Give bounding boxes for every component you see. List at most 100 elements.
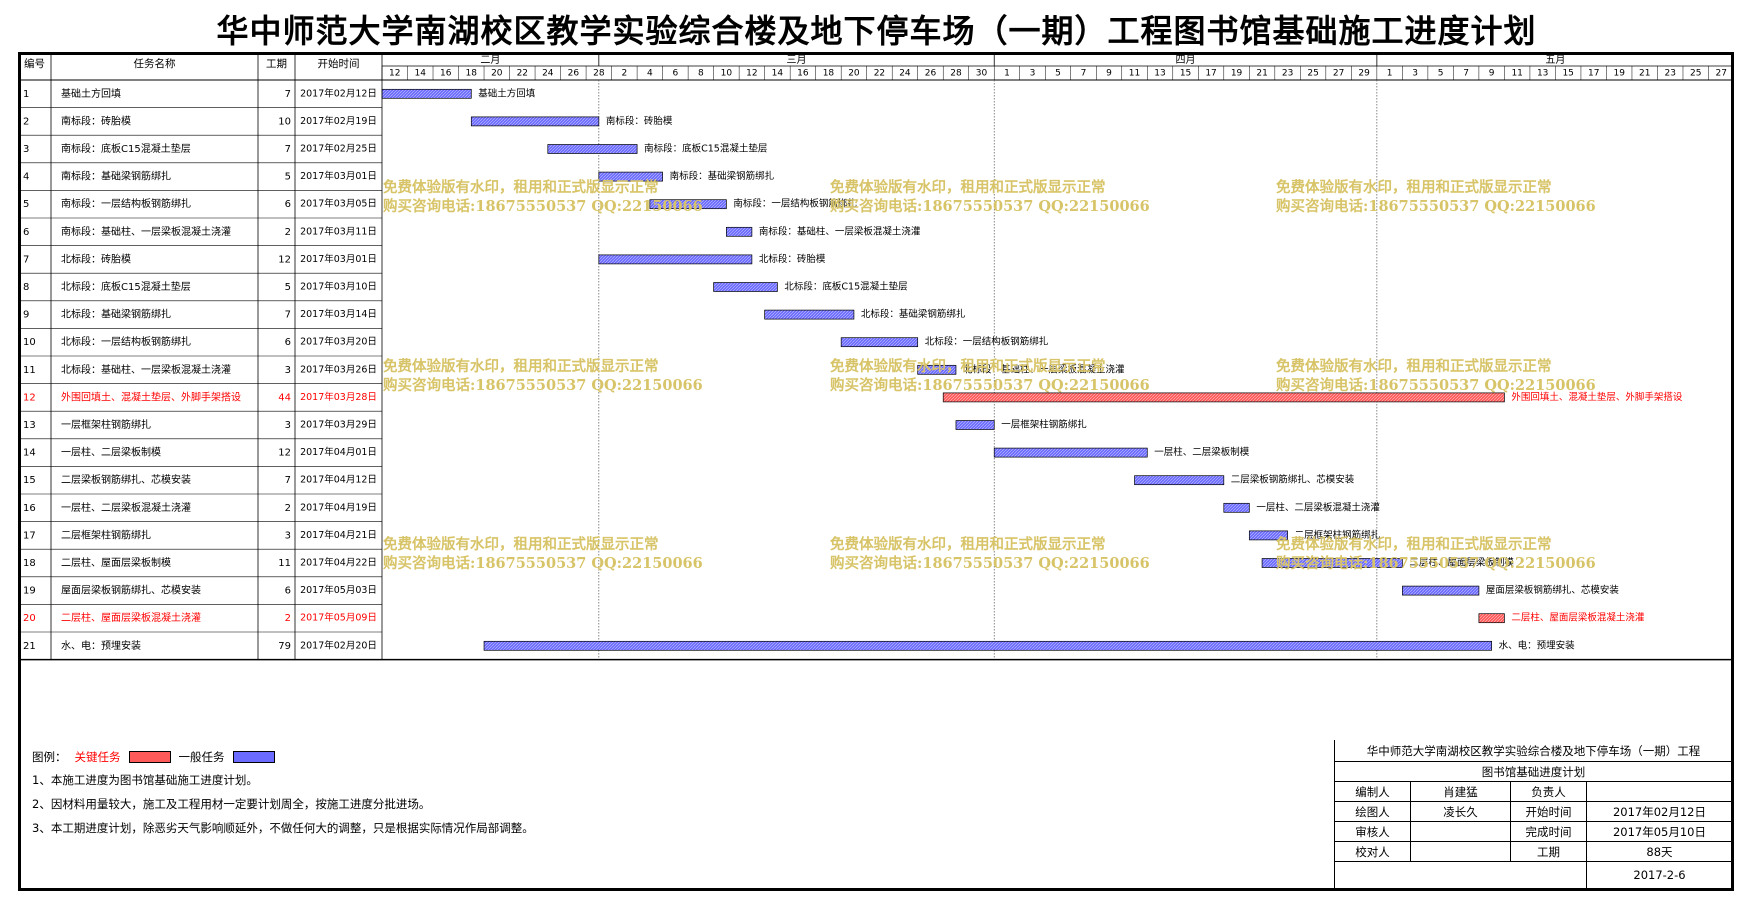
month-label-1: 三月 bbox=[787, 54, 807, 66]
signoff-plan-name: 图书馆基础进度计划 bbox=[1481, 764, 1586, 779]
task-duration-12: 44 bbox=[278, 392, 291, 403]
signoff-row-2: 绘图人 凌长久 开始时间 2017年02月12日 bbox=[1335, 802, 1732, 822]
day-tick-34: 21 bbox=[1256, 69, 1267, 79]
task-name-7: 北标段：砖胎模 bbox=[61, 252, 131, 265]
day-tick-4: 20 bbox=[491, 69, 503, 79]
day-tick-3: 18 bbox=[466, 69, 478, 79]
task-bar-label-6: 南标段：基础柱、一层梁板混凝土浇灌 bbox=[759, 225, 921, 237]
task-duration-16: 2 bbox=[285, 503, 291, 514]
task-name-8: 北标段：底板C15混凝土垫层 bbox=[61, 280, 191, 293]
day-tick-47: 17 bbox=[1588, 69, 1599, 79]
task-bar-2 bbox=[470, 116, 600, 127]
day-tick-20: 24 bbox=[899, 69, 911, 79]
task-start-3: 2017年02月25日 bbox=[300, 143, 377, 155]
header-start: 开始时间 bbox=[318, 57, 360, 70]
task-bar-12 bbox=[942, 392, 1505, 403]
task-start-19: 2017年05月03日 bbox=[300, 584, 377, 596]
task-duration-3: 7 bbox=[285, 144, 291, 155]
day-tick-48: 19 bbox=[1613, 69, 1625, 79]
task-bar-16 bbox=[1223, 502, 1250, 513]
task-duration-7: 12 bbox=[278, 254, 291, 265]
task-start-20: 2017年05月09日 bbox=[300, 612, 377, 624]
task-bar-label-16: 一层柱、二层梁板混凝土浇灌 bbox=[1256, 501, 1380, 513]
task-bar-18 bbox=[1261, 558, 1403, 568]
day-tick-35: 23 bbox=[1282, 69, 1293, 79]
legend-critical-label: 关键任务 bbox=[74, 750, 121, 764]
task-start-15: 2017年04月12日 bbox=[300, 474, 377, 486]
task-bar-label-13: 一层框架柱钢筋绑扎 bbox=[1001, 419, 1087, 431]
task-duration-17: 3 bbox=[285, 530, 291, 541]
day-tick-14: 12 bbox=[746, 69, 757, 79]
task-duration-10: 6 bbox=[285, 337, 291, 348]
task-id-14: 14 bbox=[23, 448, 36, 459]
task-bar-label-2: 南标段：砖胎模 bbox=[606, 115, 673, 127]
task-start-13: 2017年03月29日 bbox=[300, 419, 377, 431]
task-start-16: 2017年04月19日 bbox=[300, 501, 377, 513]
task-duration-9: 7 bbox=[285, 310, 291, 321]
day-tick-49: 21 bbox=[1639, 69, 1650, 79]
signoff-duration-label: 工期 bbox=[1511, 842, 1587, 861]
task-start-7: 2017年03月01日 bbox=[300, 253, 377, 265]
task-duration-13: 3 bbox=[285, 420, 291, 431]
day-tick-40: 3 bbox=[1412, 69, 1418, 79]
task-bar-label-10: 北标段：一层结构板钢筋绑扎 bbox=[925, 336, 1049, 348]
task-bar-label-18: 二层柱、屋面层梁板制模 bbox=[1409, 557, 1514, 569]
task-start-17: 2017年04月21日 bbox=[300, 529, 377, 541]
signoff-finish: 2017年05月10日 bbox=[1612, 824, 1707, 839]
task-bar-1 bbox=[381, 88, 472, 99]
day-tick-2: 16 bbox=[440, 69, 452, 79]
task-bar-label-21: 水、电：预埋安装 bbox=[1499, 639, 1576, 651]
task-name-15: 二层梁板钢筋绑扎、芯模安装 bbox=[61, 473, 191, 486]
task-bar-11 bbox=[917, 364, 957, 375]
signoff-project-row: 华中师范大学南湖校区教学实验综合楼及地下停车场（一期）工程 bbox=[1335, 740, 1732, 762]
task-bar-9 bbox=[764, 309, 855, 320]
task-id-18: 18 bbox=[23, 558, 36, 569]
day-tick-6: 24 bbox=[542, 69, 554, 79]
header-id: 编号 bbox=[24, 57, 45, 70]
signoff-row-1: 编制人 肖建猛 负责人 bbox=[1335, 782, 1732, 802]
task-duration-21: 79 bbox=[278, 641, 291, 652]
task-id-15: 15 bbox=[23, 475, 36, 486]
task-id-16: 16 bbox=[23, 503, 36, 514]
task-bar-label-7: 北标段：砖胎模 bbox=[759, 253, 826, 265]
task-bar-7 bbox=[598, 254, 753, 265]
task-id-13: 13 bbox=[23, 420, 36, 431]
task-bar-label-9: 北标段：基础梁钢筋绑扎 bbox=[861, 308, 966, 320]
day-tick-10: 4 bbox=[647, 69, 653, 79]
legend: 图例： 关键任务 一般任务 bbox=[32, 746, 1322, 768]
task-bar-label-1: 基础土方回填 bbox=[478, 87, 536, 99]
task-bar-15 bbox=[1134, 475, 1225, 486]
day-tick-26: 5 bbox=[1055, 69, 1061, 79]
task-bar-label-19: 屋面层梁板钢筋绑扎、芯模安装 bbox=[1486, 584, 1620, 596]
day-tick-30: 13 bbox=[1154, 69, 1165, 79]
task-name-11: 北标段：基础柱、一层梁板混凝土浇灌 bbox=[61, 363, 231, 376]
day-tick-28: 9 bbox=[1106, 69, 1112, 79]
task-name-9: 北标段：基础梁钢筋绑扎 bbox=[61, 308, 171, 321]
note-3: 3、本工期进度计划，除恶劣天气影响顺延外，不做任何大的调整，只是根据实际情况作局… bbox=[32, 821, 534, 835]
day-tick-21: 26 bbox=[925, 69, 937, 79]
task-duration-2: 10 bbox=[278, 116, 291, 127]
month-label-3: 五月 bbox=[1545, 54, 1565, 66]
day-tick-52: 27 bbox=[1716, 69, 1727, 79]
month-label-0: 二月 bbox=[480, 54, 500, 66]
task-start-11: 2017年03月26日 bbox=[300, 363, 377, 375]
day-tick-11: 6 bbox=[672, 69, 678, 79]
task-bar-4 bbox=[598, 171, 663, 182]
signoff-plan-row: 图书馆基础进度计划 bbox=[1335, 762, 1732, 782]
day-tick-5: 22 bbox=[517, 69, 528, 79]
day-tick-15: 14 bbox=[772, 69, 784, 79]
task-start-12: 2017年03月28日 bbox=[300, 391, 377, 403]
task-bar-14 bbox=[993, 447, 1148, 458]
day-tick-22: 28 bbox=[950, 69, 962, 79]
task-name-16: 一层柱、二层梁板混凝土浇灌 bbox=[61, 501, 191, 514]
task-id-3: 3 bbox=[23, 144, 29, 155]
task-duration-14: 12 bbox=[278, 448, 291, 459]
signoff-drawer: 凌长久 bbox=[1411, 802, 1511, 821]
task-name-3: 南标段：底板C15混凝土垫层 bbox=[61, 142, 191, 155]
legend-label: 图例： bbox=[32, 750, 67, 764]
day-tick-42: 7 bbox=[1463, 69, 1469, 79]
day-tick-23: 30 bbox=[976, 69, 988, 79]
header-name: 任务名称 bbox=[134, 57, 176, 70]
task-id-17: 17 bbox=[23, 530, 36, 541]
